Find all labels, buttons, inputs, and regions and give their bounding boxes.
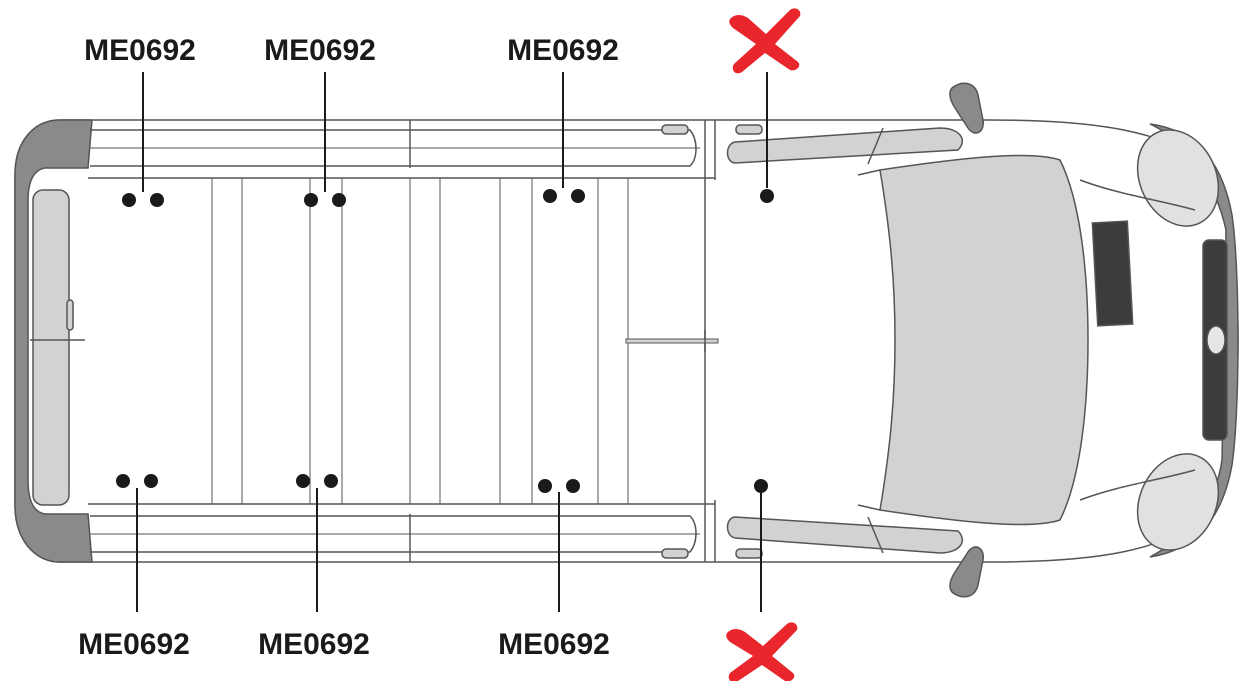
fixing-point-unused (754, 479, 768, 493)
fixing-point (144, 474, 158, 488)
rear-door-handle (66, 299, 74, 331)
sill-top (90, 129, 697, 167)
fixing-point (543, 189, 557, 203)
cross-icon (729, 8, 801, 74)
fixing-point (150, 193, 164, 207)
sill-bottom (90, 515, 697, 553)
rear-window (32, 189, 70, 506)
part-labels: ME0692 ME0692 ME0692 ME0692 ME0692 ME069… (78, 34, 619, 661)
fixing-point (332, 193, 346, 207)
badge (1206, 325, 1226, 355)
part-label-bottom-3: ME0692 (498, 628, 610, 661)
part-label-top-3: ME0692 (507, 34, 619, 67)
left-mirror (949, 82, 984, 134)
right-mirror (949, 546, 984, 598)
front-side-window-bottom (726, 516, 963, 554)
left-headlight (1136, 129, 1220, 227)
right-headlight (1136, 453, 1220, 551)
fixing-points (116, 189, 774, 493)
fixing-point-unused (760, 189, 774, 203)
fixing-point (304, 193, 318, 207)
fixing-point (122, 193, 136, 207)
part-label-top-2: ME0692 (264, 34, 376, 67)
cross-icon (726, 622, 798, 681)
fixing-point (538, 479, 552, 493)
roof-seam (625, 338, 719, 344)
fixing-point (324, 474, 338, 488)
part-label-top-1: ME0692 (84, 34, 196, 67)
roof-ribs (211, 178, 629, 504)
part-label-bottom-2: ME0692 (258, 628, 370, 661)
front-side-window-top (726, 127, 963, 164)
fixing-point (116, 474, 130, 488)
windscreen (879, 154, 1089, 526)
fixing-point (566, 479, 580, 493)
rear-bumper (14, 119, 93, 563)
fixing-point (571, 189, 585, 203)
bonnet-vent (1091, 220, 1134, 327)
part-label-bottom-1: ME0692 (78, 628, 190, 661)
van-top-view (14, 82, 1239, 598)
fixing-point (296, 474, 310, 488)
leader-lines (136, 72, 768, 612)
